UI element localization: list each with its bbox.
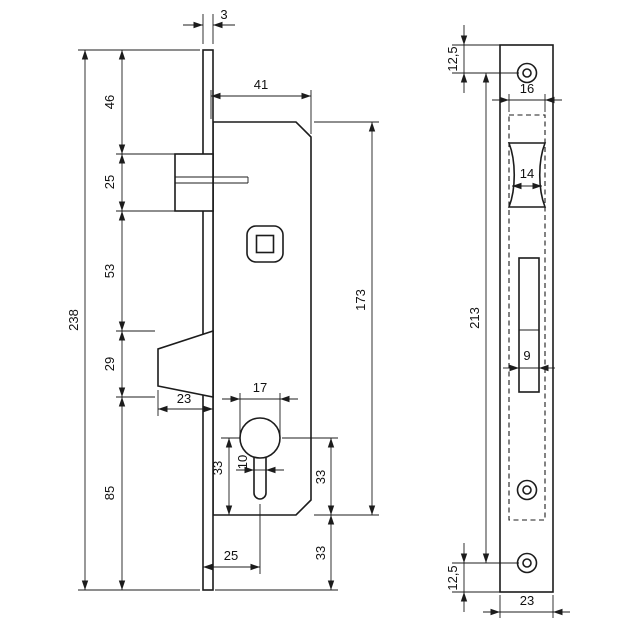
dim-label-12-5-top: 12,5: [445, 46, 460, 71]
latch-opening: [507, 142, 547, 208]
dim-faceplate-thickness: 3: [183, 7, 235, 44]
dim-overall-height: 238: [66, 50, 89, 590]
dim-case-width: 16: [492, 81, 562, 112]
screw-hole-bottom-inner: [522, 558, 532, 568]
dim-case-height: 173: [314, 121, 379, 516]
dim-label-213: 213: [467, 307, 482, 329]
dim-label-33-right-upper: 33: [313, 470, 328, 484]
dim-label-23-plate: 23: [520, 593, 534, 608]
screw-hole-mid-inner: [522, 485, 532, 495]
spindle-square-hole: [255, 234, 275, 254]
dim-top-hole-offset: 12,5: [445, 25, 519, 93]
dim-label-16: 16: [520, 81, 534, 96]
dim-label-46: 46: [102, 95, 117, 109]
screw-hole-top-inner: [522, 68, 532, 78]
faceplate-side: [202, 49, 214, 591]
dim-label-53: 53: [102, 264, 117, 278]
dim-slot-width-left: 10: [235, 455, 284, 474]
dim-cylinder-diameter: 17: [222, 380, 298, 434]
center-slot: [518, 257, 540, 393]
dim-label-33-right-lower: 33: [313, 546, 328, 560]
dim-label-33-left: 33: [210, 461, 225, 475]
dim-label-14: 14: [520, 166, 534, 181]
left-view-lock-side: [157, 49, 312, 591]
dim-label-173: 173: [353, 289, 368, 311]
dim-label-17: 17: [253, 380, 267, 395]
dim-label-23-hook: 23: [177, 391, 191, 406]
dim-label-41: 41: [254, 77, 268, 92]
dim-cyl-right-upper: 33: [282, 437, 338, 515]
dim-label-25-latch: 25: [102, 175, 117, 189]
cylinder-slot: [253, 455, 267, 500]
latch-bolt: [174, 153, 214, 212]
dim-label-29: 29: [102, 357, 117, 371]
dim-label-12-5-bottom: 12,5: [445, 565, 460, 590]
dim-chain-left: 46 25 53 29 85: [78, 49, 200, 591]
dim-hole-spacing: 213: [467, 73, 490, 563]
hook-bolt: [157, 329, 214, 398]
dim-label-238: 238: [66, 309, 81, 331]
dim-plate-width: 23: [483, 593, 570, 618]
dim-latch-width: 14: [512, 166, 542, 190]
dim-cyl-to-case-bottom: 33: [210, 437, 240, 515]
dim-label-3: 3: [220, 7, 227, 22]
dim-label-9: 9: [523, 348, 530, 363]
dim-label-85: 85: [102, 486, 117, 500]
dim-case-depth: 41: [210, 77, 312, 134]
dim-label-10: 10: [235, 455, 250, 469]
dim-slot-width-right: 9: [503, 348, 555, 372]
case-hidden-outline: [508, 114, 546, 521]
dim-label-25-backset: 25: [224, 548, 238, 563]
dim-backset: 25: [203, 504, 261, 574]
cylinder-hole: [239, 417, 281, 459]
dim-cyl-right-lower: 33: [215, 515, 338, 591]
right-view-faceplate-front: [499, 44, 554, 593]
dim-hook-depth: 23: [157, 390, 213, 416]
dim-bottom-hole-offset: 12,5: [445, 543, 519, 612]
